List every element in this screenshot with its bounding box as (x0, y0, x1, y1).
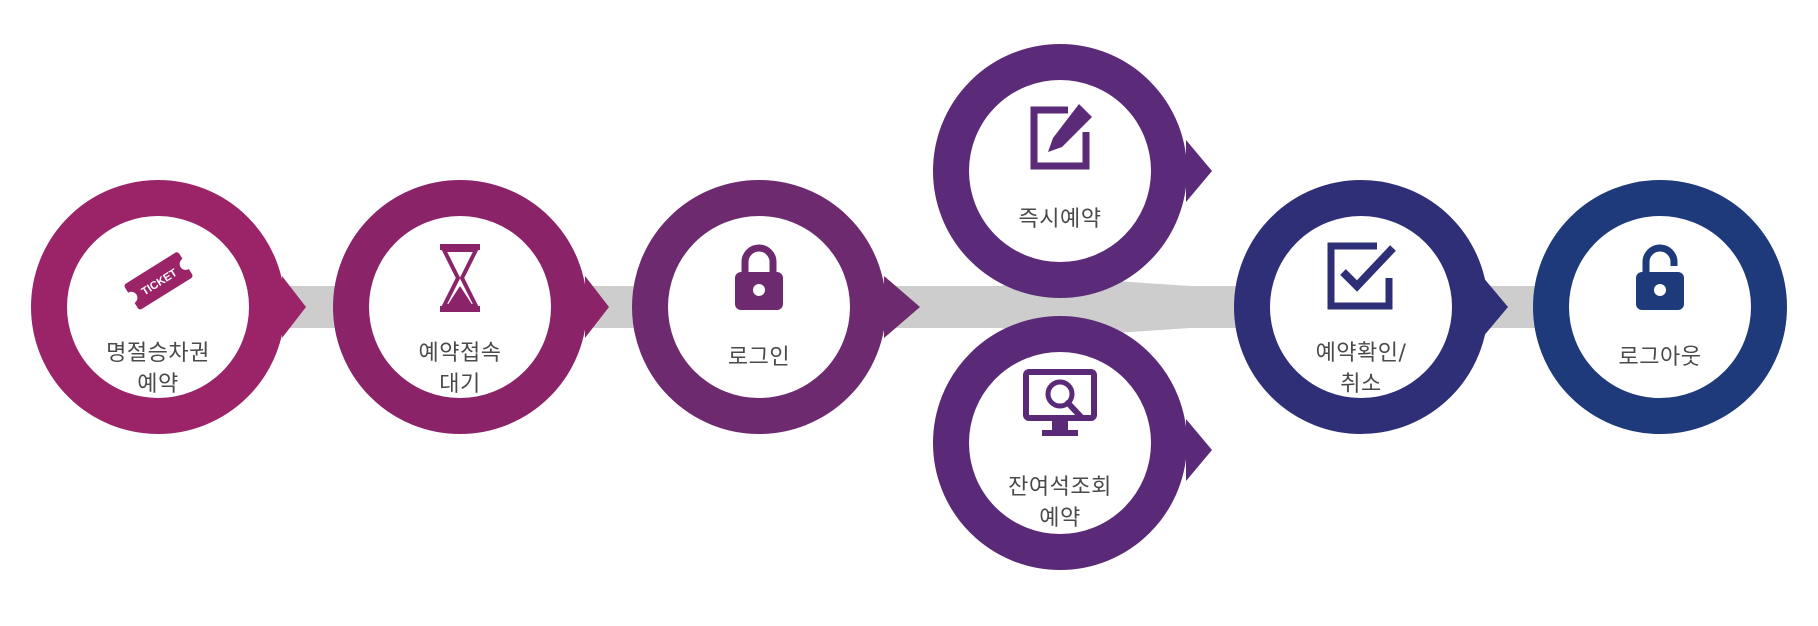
step-confirm-cancel: 예약확인/ 취소 (1234, 180, 1488, 434)
arrowhead-6 (1482, 276, 1508, 338)
step-ticket-reservation: TICKET 명절승차권 예약 (31, 180, 285, 434)
step-label-line: 로그인 (727, 345, 791, 370)
step-label-line: 즉시예약 (1018, 207, 1102, 232)
step-seat-inquiry: 잔여석조회 예약 (933, 316, 1187, 570)
ticket-icon: TICKET (120, 242, 196, 318)
step-label-line: 취소 (1340, 372, 1382, 397)
edit-icon (1022, 100, 1098, 176)
step-logout: 로그아웃 (1533, 180, 1787, 434)
arrowhead-4 (1186, 140, 1212, 202)
connector-band-split (920, 280, 1230, 334)
step-label-line: 예약확인/ (1315, 341, 1407, 366)
arrowhead-3 (884, 276, 920, 338)
step-label: 즉시예약 (969, 204, 1151, 235)
step-queue-wait: 예약접속 대기 (333, 180, 587, 434)
step-label-line: 대기 (439, 372, 481, 397)
arrowhead-5 (1186, 419, 1212, 481)
arrowhead-2 (585, 276, 609, 338)
lock-icon (721, 238, 797, 314)
monitor-search-icon (1022, 368, 1098, 444)
step-label: 명절승차권 예약 (67, 338, 249, 400)
step-label-line: 예약 (137, 372, 179, 397)
step-label: 로그인 (668, 342, 850, 373)
step-label-line: 잔여석조회 (1008, 475, 1112, 500)
arrowhead-1 (282, 276, 306, 338)
step-label-line: 예약 (1039, 506, 1081, 531)
step-label: 잔여석조회 예약 (969, 472, 1151, 534)
step-label: 로그아웃 (1569, 342, 1751, 373)
step-label-line: 명절승차권 (106, 341, 210, 366)
step-label: 예약접속 대기 (369, 338, 551, 400)
hourglass-icon (422, 240, 498, 316)
unlock-icon (1622, 238, 1698, 314)
checkbox-icon (1323, 238, 1399, 314)
step-instant-reservation: 즉시예약 (933, 44, 1187, 298)
step-label-line: 예약접속 (418, 341, 502, 366)
step-label: 예약확인/ 취소 (1270, 338, 1452, 400)
step-label-line: 로그아웃 (1618, 345, 1702, 370)
step-login: 로그인 (632, 180, 886, 434)
